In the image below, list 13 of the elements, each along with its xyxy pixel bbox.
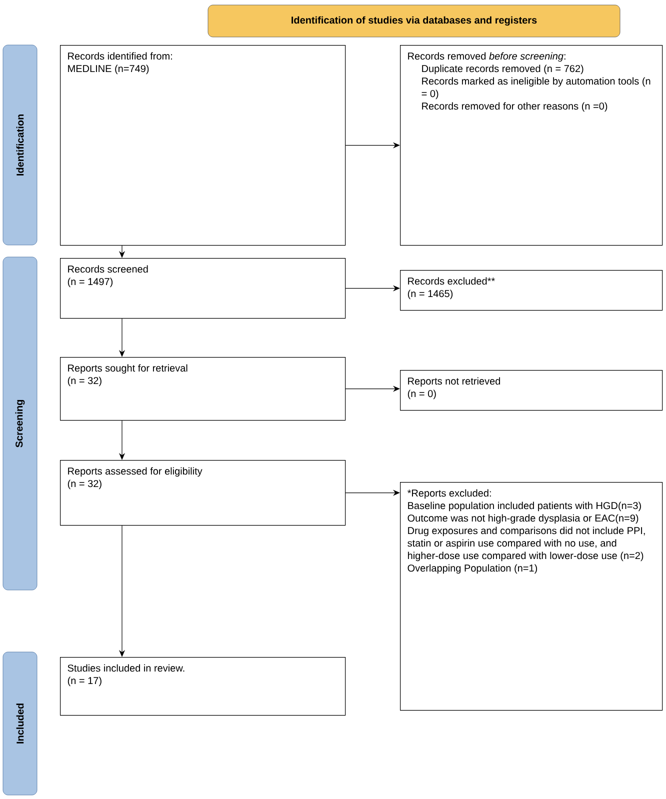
process-box: Reports not retrieved (n = 0)	[400, 370, 663, 411]
process-box: Reports assessed for eligibility (n = 32)	[60, 460, 346, 526]
stage-label: Identification	[2, 44, 38, 246]
process-box: Records identified from: MEDLINE (n=749)	[60, 45, 346, 246]
process-box: *Reports excluded: Baseline population included patients with HGD(n=3) Outcome was not high-grade dysplasia or EAC(n=9) Drug exposures and comparisons did not include PPI, statin or aspirin use compared with no use, and higher-dose use compared with lower-dose use (n=2) Overlapping Population (n=1)	[400, 482, 663, 711]
process-box: Studies included in review. (n = 17)	[60, 657, 346, 716]
process-box: Records screened (n = 1497)	[60, 258, 346, 319]
process-box: Records removed before screening: Duplicate records removed (n = 762) Records marked as ineligible by automation tools (n = 0) Records removed for other reasons (n =0)	[400, 45, 663, 246]
stage-label: Screening	[2, 256, 38, 590]
section-header: Identification of studies via databases and registers	[208, 4, 620, 38]
stage-label: Included	[2, 652, 38, 796]
process-box: Reports sought for retrieval (n = 32)	[60, 357, 346, 421]
process-box: Records excluded** (n = 1465)	[400, 270, 663, 311]
